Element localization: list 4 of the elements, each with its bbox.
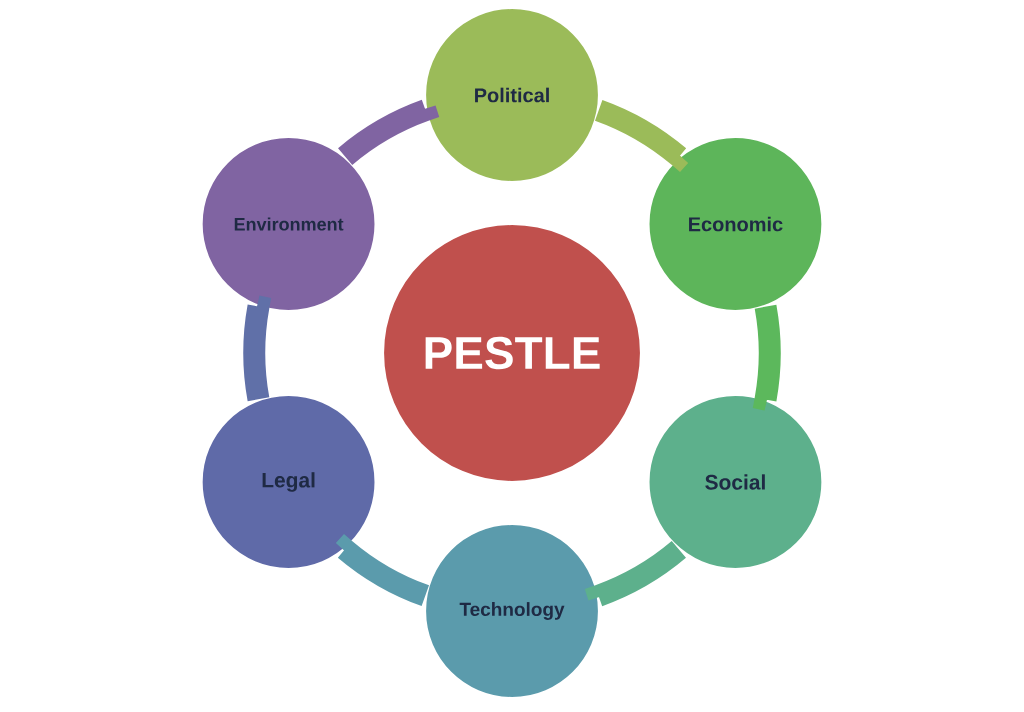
- ring-connector: [243, 295, 270, 402]
- ring-connector: [587, 540, 686, 607]
- ring-connector: [754, 304, 781, 411]
- ring-connector: [338, 99, 437, 166]
